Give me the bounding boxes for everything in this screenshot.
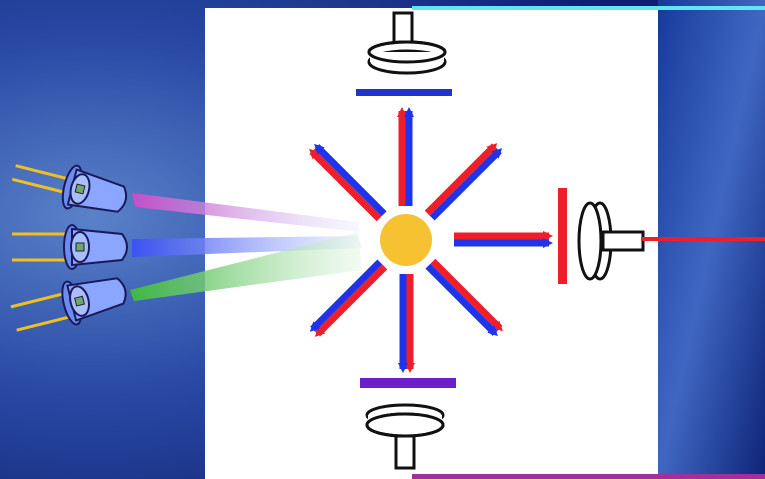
- emission-arrow-right-icon: [454, 236, 549, 243]
- emission-arrow-down-icon: [403, 274, 410, 369]
- excitation-beam-magenta: [132, 193, 360, 232]
- detector-right-icon: [579, 203, 643, 279]
- led-source-icon: [12, 225, 127, 269]
- sample-dot: [380, 214, 432, 266]
- emission-arrow-upleft-icon: [312, 147, 384, 219]
- emission-arrow-up-icon: [402, 111, 409, 206]
- led-source-icon: [9, 151, 131, 222]
- emission-arrow-upright-icon: [427, 146, 499, 218]
- filter-right: [558, 188, 567, 284]
- led-source-icon: [8, 268, 130, 339]
- emission-arrow-downright-icon: [428, 261, 500, 333]
- filter-bottom: [360, 378, 456, 388]
- detector-top-icon: [369, 13, 445, 73]
- detector-bottom-icon: [367, 405, 443, 468]
- filter-top: [356, 89, 452, 96]
